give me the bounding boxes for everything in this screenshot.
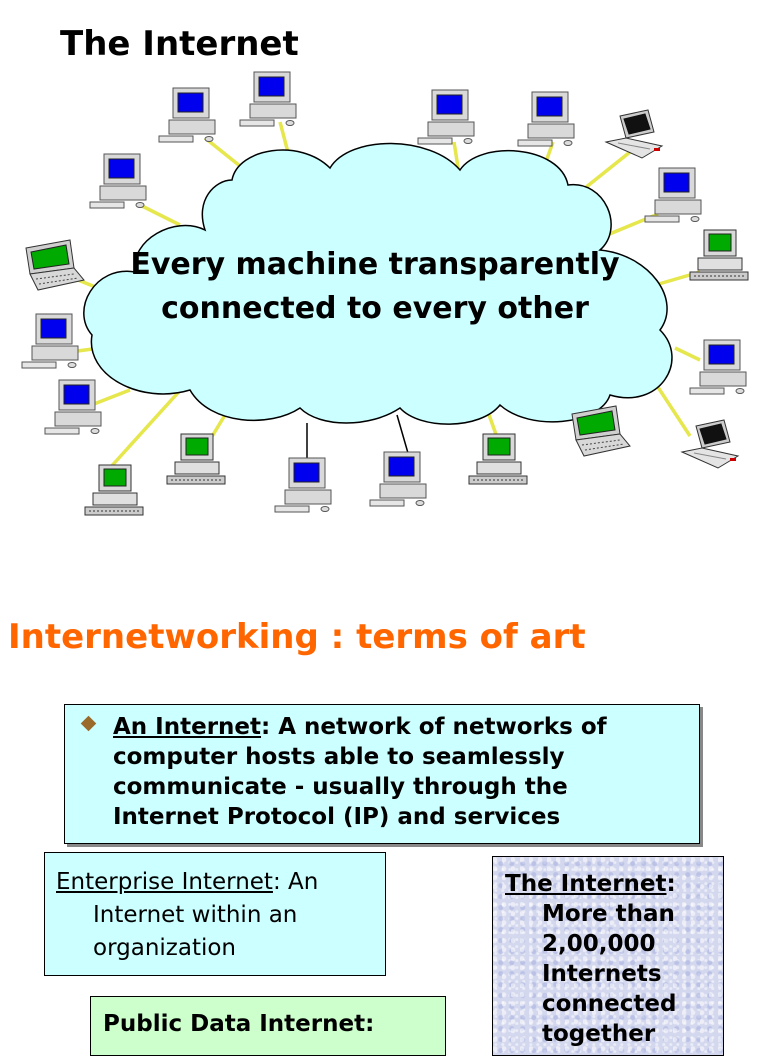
internet-line-1: More than bbox=[542, 901, 675, 927]
laptop-icon bbox=[605, 109, 663, 159]
internet-line-4: connected bbox=[542, 991, 677, 1017]
computer-icon bbox=[369, 451, 427, 507]
computer-icon bbox=[84, 464, 144, 516]
computer-icon bbox=[689, 339, 747, 395]
laptop-icon bbox=[681, 419, 739, 469]
computer-icon bbox=[417, 89, 475, 145]
definition-line-4: Internet Protocol (IP) and services bbox=[113, 804, 561, 830]
definition-line-1: : A network of networks of bbox=[261, 714, 607, 740]
cloud-shape bbox=[83, 142, 673, 425]
computer-icon bbox=[644, 167, 702, 223]
internet-line-3: Internets bbox=[542, 961, 662, 987]
term-colon: : bbox=[666, 871, 676, 897]
the-internet-text: The Internet: More than 2,00,000 Interne… bbox=[505, 869, 719, 1049]
cloud-caption: Every machine transparently connected to… bbox=[130, 247, 620, 326]
term-the-internet: The Internet bbox=[505, 871, 667, 897]
definition-line-3: communicate - usually through the bbox=[113, 774, 568, 800]
enterprise-definition-first: : An bbox=[272, 869, 319, 895]
diamond-bullet-icon bbox=[80, 715, 97, 732]
public-data-internet-box: Public Data Internet: bbox=[90, 996, 446, 1056]
enterprise-line-1: Internet within an bbox=[93, 902, 298, 928]
computer-icon bbox=[166, 433, 226, 485]
computer-icon bbox=[21, 313, 79, 369]
computer-icon bbox=[44, 379, 102, 435]
laptop-icon bbox=[25, 239, 85, 291]
internet-definition-box: An Internet: A network of networks of co… bbox=[64, 704, 700, 844]
enterprise-line-2: organization bbox=[93, 935, 237, 961]
slide-title-internetworking: Internetworking : terms of art bbox=[8, 617, 586, 657]
computer-icon bbox=[89, 153, 147, 209]
term-an-internet: An Internet bbox=[113, 714, 262, 740]
network-cloud-diagram bbox=[21, 71, 749, 516]
slide-title-the-internet: The Internet bbox=[60, 24, 299, 64]
the-internet-box: The Internet: More than 2,00,000 Interne… bbox=[492, 856, 724, 1056]
enterprise-internet-text: Enterprise Internet: An Internet within … bbox=[56, 866, 376, 965]
enterprise-internet-box: Enterprise Internet: An Internet within … bbox=[44, 852, 386, 976]
definition-line-2: computer hosts able to seamlessly bbox=[113, 744, 565, 770]
laptop-icon bbox=[571, 405, 631, 457]
computer-icon bbox=[517, 91, 575, 147]
internet-line-2: 2,00,000 bbox=[542, 931, 656, 957]
term-enterprise-internet: Enterprise Internet bbox=[56, 869, 273, 895]
computer-icon bbox=[468, 433, 528, 485]
term-public-data-internet: Public Data Internet: bbox=[103, 1011, 375, 1037]
computer-icon bbox=[689, 229, 749, 281]
computer-icon bbox=[158, 87, 216, 143]
internet-definition-text: An Internet: A network of networks of co… bbox=[113, 712, 683, 832]
computer-icon bbox=[239, 71, 297, 127]
computer-icon bbox=[274, 457, 332, 513]
